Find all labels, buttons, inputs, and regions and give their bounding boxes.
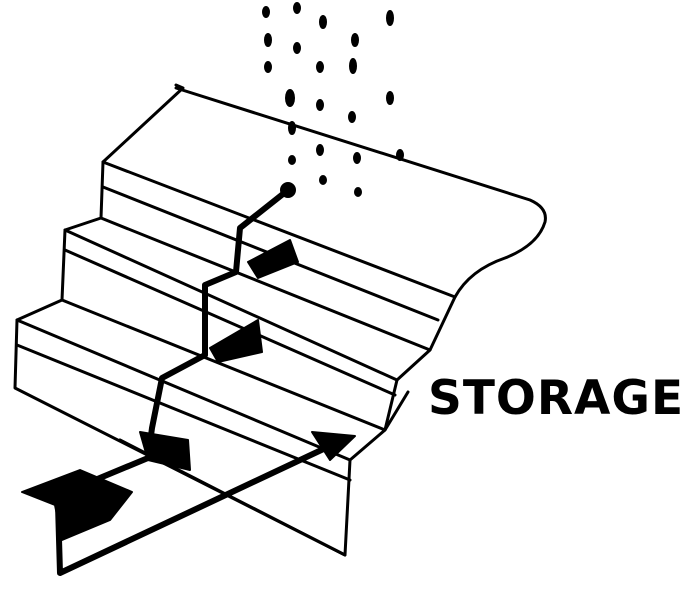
rain-drop — [387, 92, 393, 104]
rain-drop — [294, 43, 300, 53]
rain-drop — [317, 100, 323, 110]
left-arrow-head — [22, 470, 132, 540]
rain-drop — [265, 62, 271, 72]
rain-drop — [320, 176, 326, 184]
rain-drop — [286, 90, 294, 106]
storage-label: STORAGE — [428, 371, 684, 426]
rain-drop — [350, 59, 356, 73]
rain-drop — [289, 156, 295, 164]
rain-drop — [349, 112, 355, 122]
rain-drop — [355, 188, 361, 196]
rain-drop — [317, 62, 323, 72]
pooled-water-top — [248, 240, 298, 278]
rain-drop — [265, 34, 271, 46]
middle-step-riser — [62, 230, 397, 430]
pooled-water-bottom — [140, 432, 190, 470]
rain-drop — [263, 7, 269, 17]
rain-drop — [354, 153, 360, 163]
rain-drop — [317, 145, 323, 155]
top-step-surface — [103, 85, 545, 297]
rain-drop — [320, 16, 326, 28]
rain-drop — [294, 3, 300, 13]
rain-drop — [387, 11, 393, 25]
rain-drop — [352, 34, 358, 46]
rain-drops — [263, 3, 403, 196]
